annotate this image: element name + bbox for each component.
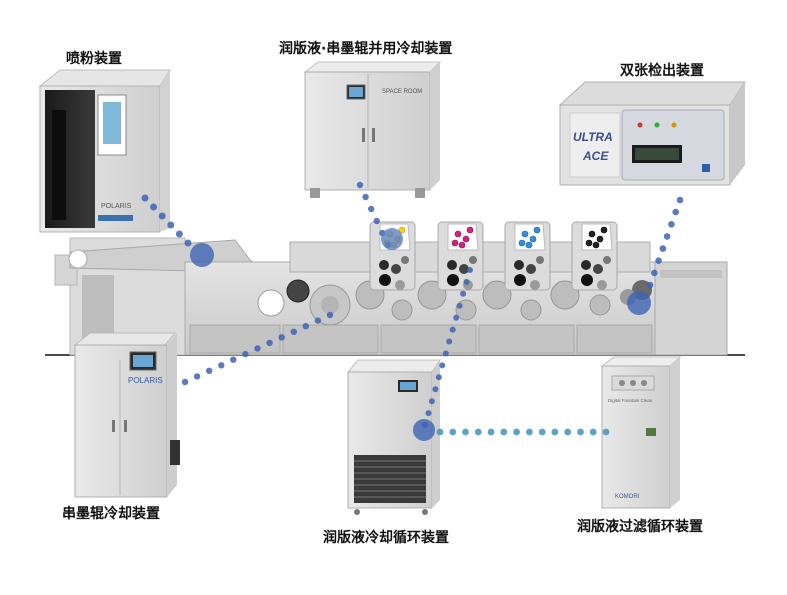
filter-connector-dot <box>564 428 572 436</box>
powder-spray-connector-dot <box>184 239 192 247</box>
roller-cooling-connector-dot <box>181 378 189 386</box>
cooling-circulation-connector-dot <box>456 302 463 309</box>
detector-connector-endpoint <box>627 291 651 315</box>
filter-connector-dot <box>538 428 546 436</box>
roller-cooling-connector-dot <box>242 350 249 358</box>
roller-cooling-connector-dot <box>230 356 237 363</box>
cooling-circulation-connector-dot <box>449 326 456 333</box>
cooling-circulation-connector-dot <box>442 350 449 357</box>
detector-connector-dot <box>659 245 667 252</box>
feeder-roller-icon <box>68 249 88 269</box>
detector-connector-dot <box>663 233 671 240</box>
powder-spray-connector-dot <box>141 194 149 202</box>
roller-cooling-connector-dot <box>206 367 213 374</box>
cooling-circulation-connector-dot <box>428 398 435 405</box>
label-dampening-roller-cooling: 润版液·串墨辊并用冷却装置 <box>279 41 453 57</box>
roller-cooling-connector-dot <box>314 317 322 324</box>
roller-cooling-connector-dot <box>218 362 225 369</box>
printing-unit-cyan <box>504 221 551 291</box>
ink-roller-cyan-icon <box>518 226 541 249</box>
powder-spray-connector-dot <box>150 203 158 211</box>
powder-spray-connector-dot <box>167 221 175 229</box>
dampening-roller-cooling-cabinet: SPACE ROOM <box>303 61 442 198</box>
double-sheet-detector: ULTRA ACE <box>558 81 746 186</box>
powder-spray-brand: POLARIS <box>101 203 132 210</box>
powder-spray-connector-dot <box>175 230 183 238</box>
filter-connector-dot <box>589 428 597 436</box>
detector-connector-dot <box>651 269 658 277</box>
filter-unit-title: Digital Fountain Clean <box>608 398 653 403</box>
dampening-cooling-circulation-unit <box>346 359 441 515</box>
filter-connector-dot <box>462 428 469 436</box>
detector-connector-dot <box>676 196 684 204</box>
cooling-circulation-connector-dot <box>435 374 442 381</box>
cooling-circulation-connector-endpoint <box>413 419 435 441</box>
roller-cooling-connector-dot <box>278 334 285 341</box>
label-roller-cooling: 串墨辊冷却装置 <box>62 506 160 522</box>
cabinet-connector-dot <box>356 181 364 189</box>
filter-connector-dot <box>551 428 559 436</box>
label-powder-spray: 喷粉装置 <box>66 51 122 67</box>
label-double-sheet-detector: 双张检出装置 <box>620 63 704 79</box>
filter-connector-dot <box>436 428 444 436</box>
powder-spray-connector-dot <box>158 212 166 220</box>
cooling-circulation-connector-dot <box>446 338 453 345</box>
roller-cooling-brand: POLARIS <box>128 376 163 385</box>
dampening-filter-circulation-unit: Digital Fountain Clean KOMORI <box>600 356 682 509</box>
filter-connector-dot <box>513 428 520 436</box>
ink-roller-black-icon <box>585 226 608 249</box>
cabinet-connector-endpoint <box>381 228 403 250</box>
detector-connector-dot <box>655 257 662 265</box>
roller-cooling-connector-dot <box>254 345 261 352</box>
filter-connector-dot <box>526 428 533 436</box>
cooling-circulation-connector-dot <box>432 386 439 393</box>
roller-cooling-connector-dot <box>290 328 297 335</box>
filter-connector-dot <box>577 428 584 436</box>
filter-connector-dot <box>474 428 482 436</box>
filter-unit-brand: KOMORI <box>615 494 640 500</box>
cooling-circulation-connector-dot <box>425 410 432 417</box>
cooling-circulation-connector-dot <box>439 362 446 369</box>
powder-spray-device: POLARIS <box>38 69 171 233</box>
filter-connector-dot <box>449 428 457 436</box>
detector-connector-dot <box>672 208 679 216</box>
cabinet-brand: SPACE ROOM <box>382 89 422 95</box>
printing-press <box>54 221 728 356</box>
cabinet-connector-dot <box>373 217 380 225</box>
powder-spray-connector-endpoint <box>190 243 214 267</box>
cooling-circulation-connector-dot <box>467 267 473 273</box>
connection-dots <box>141 181 684 441</box>
roller-cooling-device: POLARIS <box>73 332 180 498</box>
detector-connector-dot <box>668 221 675 228</box>
ace-label: ACE <box>582 149 609 163</box>
cabinet-connector-dot <box>362 193 369 201</box>
label-dampening-cooling-circulation: 润版液冷却循环装置 <box>323 530 449 546</box>
cabinet-connector-dot <box>368 205 375 213</box>
ultra-label: ULTRA <box>573 130 613 144</box>
roller-cooling-connector-dot <box>266 339 273 347</box>
label-dampening-filter-circulation: 润版液过滤循环装置 <box>577 519 703 535</box>
ink-roller-magenta-icon <box>451 226 474 249</box>
detector-connector-dot <box>646 281 654 289</box>
printing-unit-magenta <box>437 221 484 291</box>
filter-connector-dot <box>500 428 508 436</box>
roller-cooling-connector-dot <box>326 311 334 319</box>
roller-cooling-connector-dot <box>302 323 309 330</box>
filter-connector-dot <box>487 428 495 436</box>
cooling-circulation-connector-dot <box>460 290 467 297</box>
printing-unit-black <box>571 221 618 291</box>
cooling-circulation-connector-dot <box>463 278 470 285</box>
filter-connector-dot <box>602 428 610 436</box>
roller-cooling-connector-dot <box>193 373 201 380</box>
cooling-circulation-connector-dot <box>453 314 460 321</box>
